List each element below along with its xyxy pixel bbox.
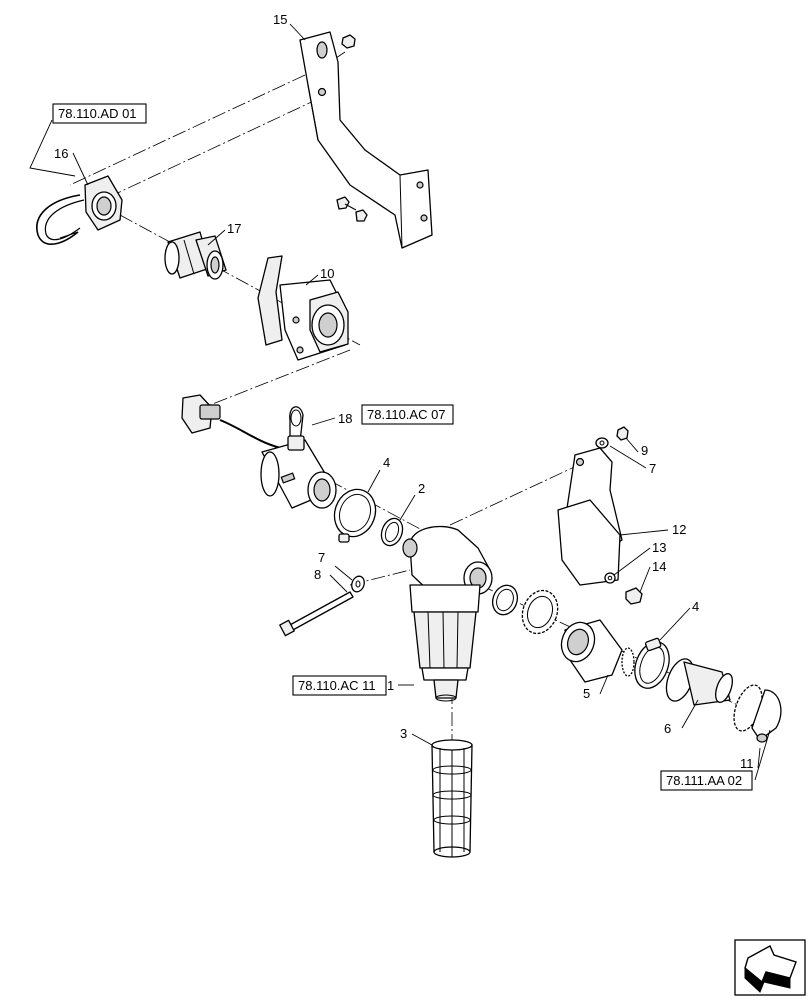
callout-6: 6 bbox=[664, 721, 671, 736]
callout-1: 1 bbox=[387, 678, 394, 693]
callout-7-left: 7 bbox=[318, 550, 325, 565]
washer-13 bbox=[604, 572, 616, 584]
callout-13: 13 bbox=[652, 540, 666, 555]
callout-5: 5 bbox=[583, 686, 590, 701]
oring-2 bbox=[380, 517, 404, 547]
filter-housing-1 bbox=[402, 525, 493, 702]
callout-11: 11 bbox=[740, 756, 754, 771]
clamp-11 bbox=[733, 684, 782, 743]
bolt-9 bbox=[616, 426, 629, 441]
callout-12: 12 bbox=[672, 522, 686, 537]
valve-10 bbox=[257, 255, 349, 361]
leader-lines bbox=[29, 23, 771, 781]
fitting-17 bbox=[164, 231, 227, 280]
bracket-12 bbox=[557, 447, 623, 586]
callout-2: 2 bbox=[418, 481, 425, 496]
bolt-14 bbox=[625, 587, 643, 605]
callout-16: 16 bbox=[54, 146, 68, 161]
callout-8: 8 bbox=[314, 567, 321, 582]
washer-7-left bbox=[351, 575, 365, 593]
callout-17: 17 bbox=[227, 221, 241, 236]
callouts: 15 16 17 10 18 4 2 9 7 12 13 14 7 8 4 5 … bbox=[54, 12, 754, 771]
ring-pair bbox=[491, 584, 559, 635]
sensor-18 bbox=[181, 394, 337, 509]
filter-screen-3 bbox=[431, 739, 473, 858]
reference-label-3: 78.110.AC 11 bbox=[298, 678, 376, 693]
reference-box-2[interactable]: 78.110.AC 07 bbox=[361, 404, 454, 425]
clamp-4-upper bbox=[333, 488, 377, 543]
reference-box-3[interactable]: 78.110.AC 11 bbox=[292, 675, 387, 696]
reference-box-4[interactable]: 78.111.AA 02 bbox=[660, 770, 753, 791]
callout-15: 15 bbox=[273, 12, 287, 27]
bracket-15 bbox=[299, 31, 433, 249]
reference-label-1: 78.110.AD 01 bbox=[58, 106, 137, 121]
reference-boxes: 78.110.AD 01 78.110.AC 07 78.110.AC 11 7… bbox=[52, 103, 753, 791]
callout-3: 3 bbox=[400, 726, 407, 741]
callout-10: 10 bbox=[320, 266, 334, 281]
washer-7-right bbox=[595, 437, 609, 449]
callout-14: 14 bbox=[652, 559, 666, 574]
reference-label-2: 78.110.AC 07 bbox=[367, 407, 446, 422]
callout-4-lower: 4 bbox=[692, 599, 699, 614]
bolt-8 bbox=[279, 591, 354, 637]
reference-label-4: 78.111.AA 02 bbox=[666, 773, 742, 788]
callout-9: 9 bbox=[641, 443, 648, 458]
next-page-arrow-icon[interactable] bbox=[734, 939, 806, 996]
clamp-16 bbox=[36, 175, 123, 245]
reference-box-1[interactable]: 78.110.AD 01 bbox=[52, 103, 147, 124]
elbow-5 bbox=[560, 619, 635, 683]
clamp-4-lower bbox=[634, 637, 670, 689]
hose-barb-6 bbox=[665, 658, 733, 706]
callout-7-right: 7 bbox=[649, 461, 656, 476]
callout-18: 18 bbox=[338, 411, 352, 426]
callout-4-upper: 4 bbox=[383, 455, 390, 470]
